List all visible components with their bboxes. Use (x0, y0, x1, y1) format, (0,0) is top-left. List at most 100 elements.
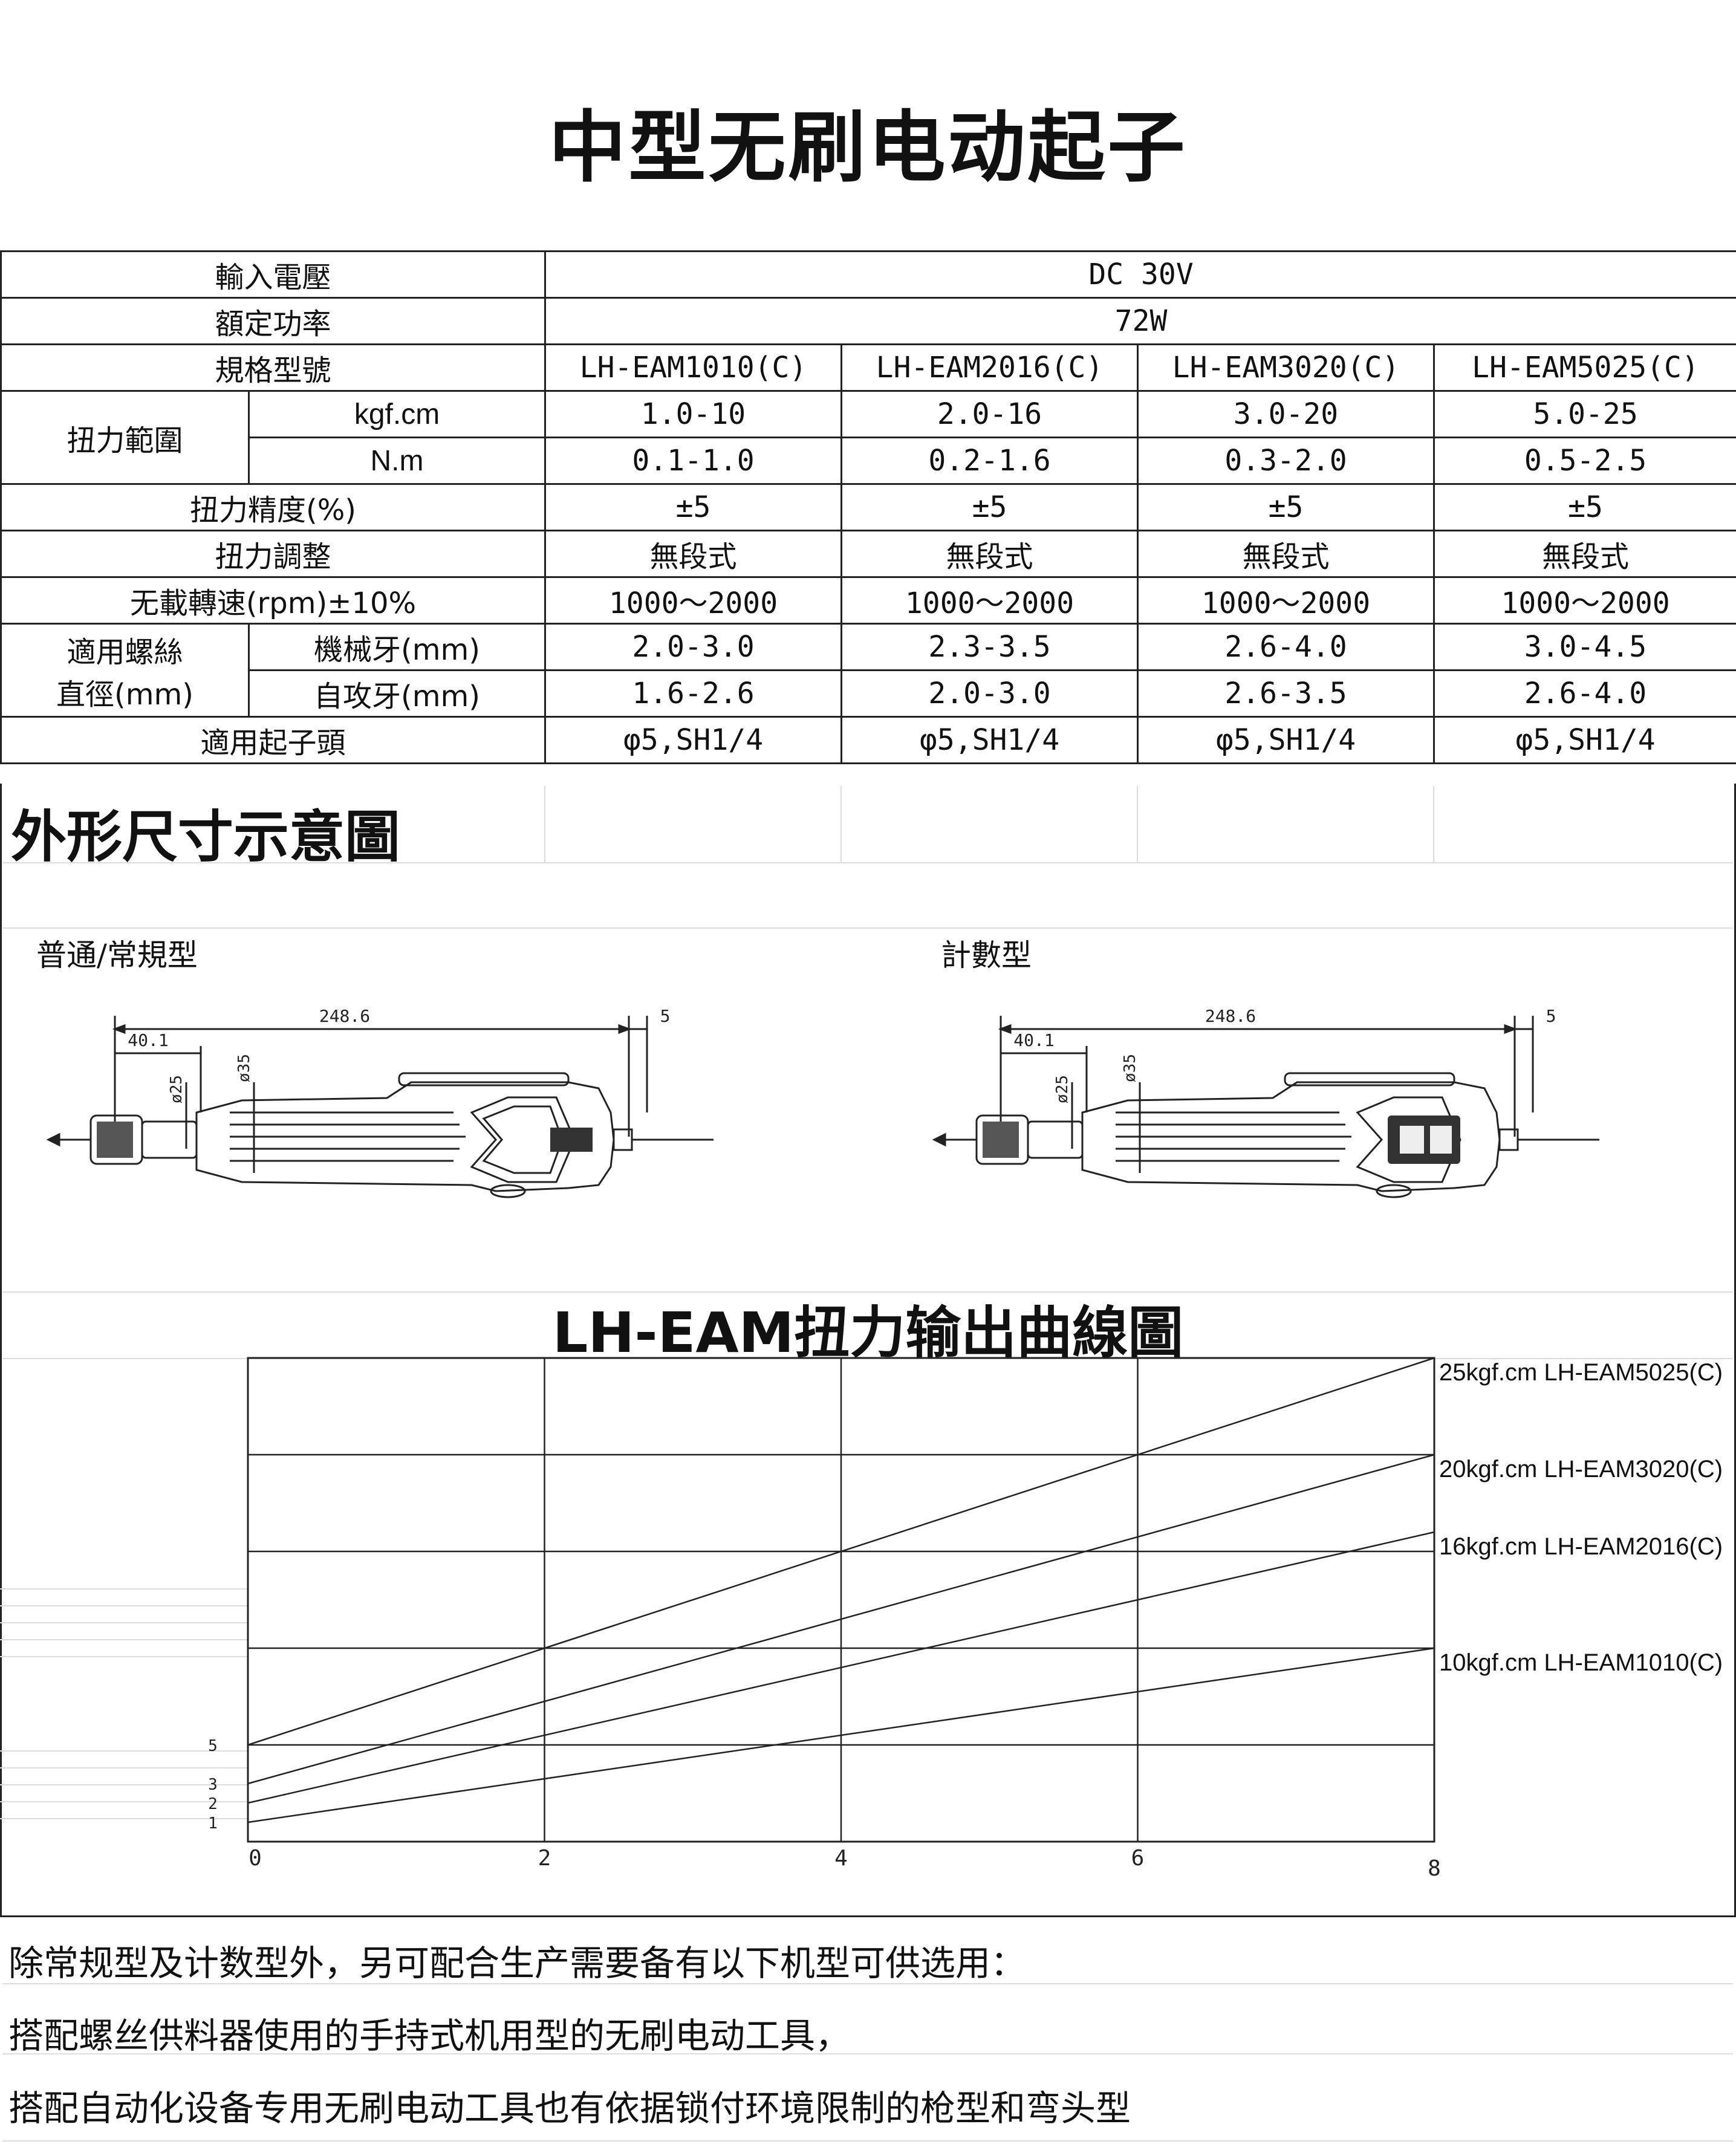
dimension-section-title: 外形尺寸示意圖 (11, 805, 401, 869)
table-row: 額定功率 72W (0, 297, 1736, 345)
table-row: 輸入電壓 DC 30V (0, 250, 1736, 299)
y-tick-label: 3 (208, 1776, 218, 1794)
adjust-cell: 無段式 (840, 530, 1139, 578)
accuracy-label: 扭力精度(%) (0, 483, 547, 531)
series-line (247, 1647, 1435, 1824)
y-tick-label: 1 (208, 1814, 218, 1833)
model-cell: LH-EAM3020(C) (1137, 343, 1435, 392)
x-tick-label: 6 (1131, 1846, 1145, 1871)
series-label: 10kgf.cm LH-EAM1010(C) (1439, 1649, 1723, 1676)
power-label: 額定功率 (0, 297, 547, 345)
tapping-thread-cell: 2.6-3.5 (1137, 669, 1435, 718)
note-line: 除常规型及计数型外，另可配合生产需要备有以下机型可供选用： (8, 1943, 1026, 1984)
torque-unit-kgf: kgf.cm (247, 390, 547, 438)
table-row: 適用螺絲 直徑(mm) 機械牙(mm) 2.0-3.0 2.3-3.5 2.6-… (0, 623, 1736, 718)
speed-cell: 1000～2000 (544, 576, 843, 625)
bit-label: 適用起子頭 (0, 716, 547, 764)
grid-divider (1433, 786, 1434, 862)
table-row: 規格型號 LH-EAM1010(C) LH-EAM2016(C) LH-EAM3… (0, 343, 1736, 392)
x-tick-label: 0 (249, 1846, 262, 1871)
bit-cell: φ5,SH1/4 (544, 716, 843, 764)
grid-divider (2, 2053, 1733, 2054)
table-row: 扭力精度(%) ±5 ±5 ±5 ±5 (0, 483, 1736, 531)
torque-nm-cell: 0.2-1.6 (840, 437, 1139, 485)
chart-title: LH-EAM扭力输出曲線圖 (552, 1301, 1184, 1365)
model-cell: LH-EAM2016(C) (840, 343, 1139, 392)
dim-front-length: 40.1 (128, 1030, 168, 1050)
model-cell: LH-EAM5025(C) (1433, 343, 1736, 392)
dim-total-length: 248.6 (1205, 1006, 1256, 1026)
grid-divider (2, 2140, 1733, 2142)
torque-kgf-cell: 1.0-10 (544, 390, 843, 438)
machine-thread-label: 機械牙(mm) (247, 623, 547, 671)
x-tick-label: 2 (538, 1846, 551, 1871)
accuracy-cell: ±5 (840, 483, 1139, 531)
y-tick-label: 2 (208, 1795, 218, 1813)
series-line (247, 1453, 1435, 1785)
series-line (247, 1357, 1435, 1746)
table-row: N.m 0.1-1.0 0.2-1.6 0.3-2.0 0.5-2.5 (1, 437, 1736, 485)
machine-thread-cell: 2.6-4.0 (1137, 623, 1435, 671)
counter-type-label: 計數型 (941, 938, 1032, 973)
tapping-thread-label: 自攻牙(mm) (247, 669, 547, 718)
torque-kgf-cell: 5.0-25 (1433, 390, 1736, 438)
speed-cell: 1000～2000 (1137, 576, 1435, 625)
spec-table: 輸入電壓 DC 30V 額定功率 72W 規格型號 LH-EAM1010(C) … (0, 250, 1736, 764)
table-row: 扭力範圍 kgf.cm 1.0-10 2.0-16 3.0-20 5.0-25 (0, 390, 1736, 485)
torque-nm-cell: 0.1-1.0 (544, 437, 843, 485)
bit-cell: φ5,SH1/4 (1137, 716, 1435, 764)
adjust-label: 扭力調整 (0, 530, 547, 578)
grid-divider (1137, 786, 1138, 862)
table-row: 扭力調整 無段式 無段式 無段式 無段式 (0, 530, 1736, 578)
bit-cell: φ5,SH1/4 (1433, 716, 1736, 764)
tapping-thread-cell: 2.6-4.0 (1433, 669, 1736, 718)
accuracy-cell: ±5 (544, 483, 843, 531)
grid-divider (2, 862, 1733, 863)
grid-divider (544, 786, 545, 862)
note-line: 搭配自动化设备专用无刷电动工具也有依据锁付环境限制的枪型和弯头型 (8, 2088, 1131, 2129)
adjust-cell: 無段式 (1137, 530, 1435, 578)
torque-nm-cell: 0.5-2.5 (1433, 437, 1736, 485)
series-label: 25kgf.cm LH-EAM5025(C) (1439, 1359, 1723, 1386)
normal-type-label: 普通/常規型 (36, 938, 198, 973)
accuracy-cell: ±5 (1433, 483, 1736, 531)
page-title: 中型无刷电动起子 (548, 103, 1188, 193)
machine-thread-cell: 2.3-3.5 (840, 623, 1139, 671)
screw-label-line1: 適用螺絲 (67, 635, 183, 669)
chart-grid (0, 1357, 1435, 1843)
speed-cell: 1000～2000 (840, 576, 1139, 625)
voltage-label: 輸入電壓 (0, 250, 547, 299)
tapping-thread-cell: 2.0-3.0 (840, 669, 1139, 718)
machine-thread-cell: 3.0-4.5 (1433, 623, 1736, 671)
screw-label: 適用螺絲 直徑(mm) (0, 623, 250, 718)
machine-thread-cell: 2.0-3.0 (544, 623, 843, 671)
note-line: 搭配螺丝供料器使用的手持式机用型的无刷电动工具， (8, 2015, 851, 2056)
series-label: 16kgf.cm LH-EAM2016(C) (1439, 1533, 1723, 1560)
series-label: 20kgf.cm LH-EAM3020(C) (1439, 1456, 1723, 1483)
chart-series (247, 1357, 1435, 1824)
screwdriver-drawing-counter: 248.6 40.1 5 ø25 ø35 (932, 1006, 1599, 1198)
x-tick-label: 8 (1428, 1856, 1441, 1881)
table-row: 適用起子頭 φ5,SH1/4 φ5,SH1/4 φ5,SH1/4 φ5,SH1/… (0, 716, 1736, 764)
accuracy-cell: ±5 (1137, 483, 1435, 531)
grid-divider (2, 1983, 1733, 1984)
grid-divider (2, 1291, 1733, 1293)
y-tick-label: 5 (208, 1737, 218, 1755)
speed-cell: 1000～2000 (1433, 576, 1736, 625)
tapping-thread-cell: 1.6-2.6 (544, 669, 843, 718)
screw-label-line2: 直徑(mm) (56, 677, 193, 712)
torque-range-label: 扭力範圍 (0, 390, 250, 485)
dim-diameter-front: ø25 (167, 1075, 186, 1103)
torque-kgf-cell: 2.0-16 (840, 390, 1139, 438)
dim-diameter-front: ø25 (1053, 1075, 1071, 1103)
grid-divider (2, 927, 1733, 929)
torque-unit-nm: N.m (247, 437, 547, 485)
lower-frame (0, 784, 1736, 1917)
dim-tail: 5 (1546, 1006, 1556, 1026)
power-value: 72W (544, 297, 1736, 345)
model-cell: LH-EAM1010(C) (544, 343, 843, 392)
series-line (247, 1531, 1435, 1804)
torque-kgf-cell: 3.0-20 (1137, 390, 1435, 438)
